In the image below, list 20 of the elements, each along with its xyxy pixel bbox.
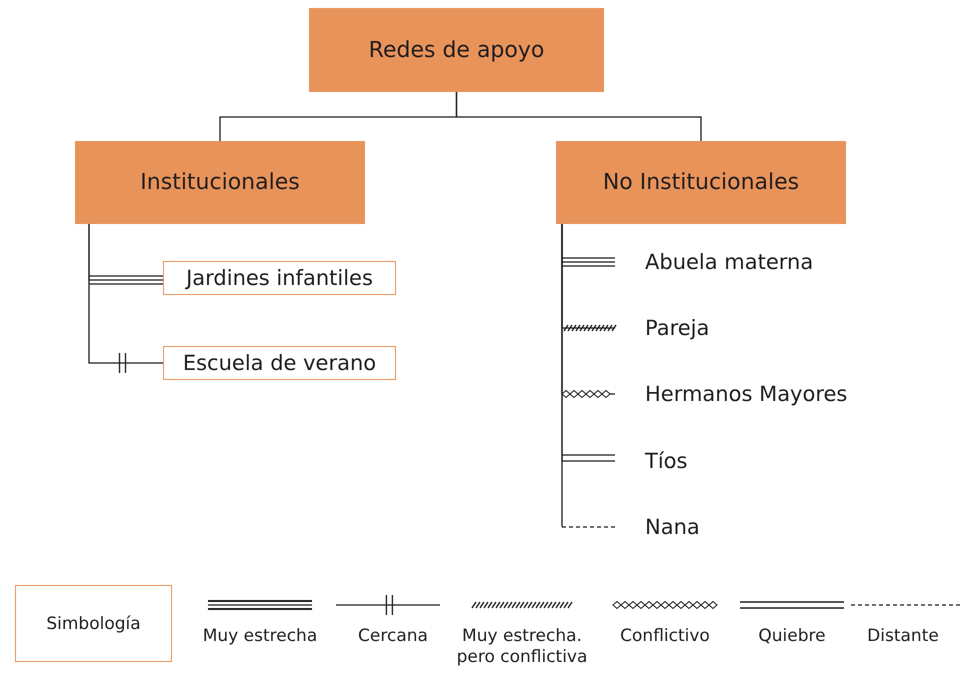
- title-box: Redes de apoyo: [309, 8, 604, 92]
- network-label: Pareja: [615, 310, 895, 346]
- network-label: Nana: [615, 509, 895, 545]
- legend-label: Muy estrecha. pero conflictiva: [456, 626, 588, 668]
- network-label: Tíos: [615, 443, 895, 479]
- connector-line: [456, 92, 702, 141]
- category-box: Institucionales: [75, 141, 365, 224]
- connector-line: [88, 224, 163, 364]
- legend-label: Quiebre: [757, 626, 827, 648]
- legend-label: Muy estrecha: [202, 626, 318, 648]
- network-label: Abuela materna: [615, 244, 895, 280]
- network-box: Escuela de verano: [163, 346, 396, 380]
- legend-box: Simbología: [15, 585, 172, 662]
- category-box: No Institucionales: [556, 141, 846, 224]
- network-label: Hermanos Mayores: [615, 376, 895, 412]
- connector-line: [561, 224, 615, 528]
- legend-label: Distante: [866, 626, 940, 648]
- legend-label: Cercana: [357, 626, 429, 648]
- network-box: Jardines infantiles: [163, 261, 396, 295]
- legend-label: Conflictivo: [619, 626, 711, 648]
